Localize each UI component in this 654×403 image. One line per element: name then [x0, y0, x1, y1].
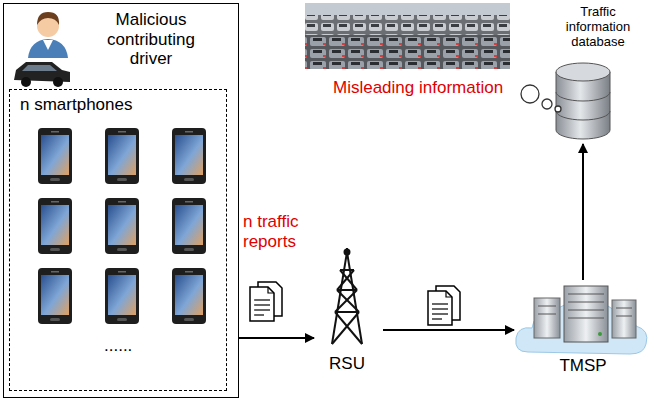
person-icon: [37, 12, 59, 25]
person-icon: [43, 40, 53, 50]
database-node: Traffic information database: [546, 3, 650, 144]
car-icon: [21, 77, 31, 87]
tmsp-servers: [568, 294, 604, 295]
arrow-connector: [582, 144, 584, 280]
rsu-tower: [337, 290, 359, 312]
smartphone-grid: [105, 198, 139, 254]
node-text: Traffic information database: [552, 5, 644, 50]
rsu-tower: [335, 312, 362, 344]
car-icon: [14, 62, 70, 87]
smartphone-grid: [172, 198, 206, 254]
traffic-jam-photo: [305, 35, 510, 69]
tmsp-servers: [534, 298, 560, 338]
document-icon: [250, 282, 282, 321]
traffic-jam-photo: [305, 3, 510, 15]
tmsp-node: TMSP: [514, 280, 654, 380]
rsu-tower: [332, 312, 359, 344]
document-icon: [428, 286, 460, 325]
node-text: TMSP: [514, 356, 652, 376]
person-icon: [28, 12, 68, 58]
smartphone-grid: [172, 268, 206, 324]
traffic-jam-photo: [305, 3, 510, 69]
person-icon: [28, 39, 68, 58]
rsu-tower: [345, 250, 350, 255]
thought-bubbles: [521, 85, 561, 112]
thought-bubbles: [555, 106, 561, 112]
tmsp-servers: [538, 314, 556, 315]
node-text: RSU: [314, 354, 380, 374]
traffic-jam-photo: [305, 3, 510, 69]
rsu-tower: [340, 269, 354, 271]
tmsp-servers: [538, 306, 556, 307]
arrow-connector: [383, 329, 514, 331]
rsu-tower: [340, 270, 357, 290]
car-icon: [22, 65, 57, 71]
rsu-tower: [335, 290, 357, 312]
database-cylinder: [556, 63, 610, 139]
tmsp-servers: [598, 332, 602, 336]
document-icon: [250, 282, 282, 321]
rsu-node: RSU: [314, 248, 383, 380]
ellipsis-label: ......: [104, 336, 132, 356]
node-text: Malicious contributing driver: [96, 10, 206, 69]
rsu-tower: [337, 289, 357, 291]
smartphone-grid: [38, 268, 72, 324]
smartphone-grid: [105, 128, 139, 184]
database-cylinder: [556, 72, 610, 139]
database-cylinder: [556, 63, 610, 81]
smartphone-grid: [105, 268, 139, 324]
rsu-tower: [335, 311, 359, 313]
database-cylinder: [556, 111, 610, 120]
document-icon: [428, 286, 460, 325]
tmsp-servers: [538, 294, 632, 318]
tmsp-servers: [612, 300, 636, 338]
thought-bubbles: [542, 99, 552, 109]
smartphone-grid: [38, 198, 72, 254]
tmsp-servers: [568, 302, 604, 303]
rsu-tower: [332, 248, 362, 344]
arrow-connector: [239, 337, 314, 339]
warning-label: Misleading information: [333, 78, 503, 98]
traffic-jam-photo: [305, 15, 510, 35]
tmsp-servers: [564, 286, 608, 342]
thought-bubbles: [521, 85, 539, 103]
node-text: n smartphones: [20, 95, 210, 115]
tmsp-servers: [616, 308, 632, 309]
tmsp-servers: [616, 316, 632, 317]
database-cylinder: [556, 92, 610, 101]
tmsp-servers: [568, 310, 604, 311]
tmsp-servers: [568, 318, 604, 319]
rsu-tower: [337, 270, 354, 290]
edge-label: n traffic reports: [243, 212, 319, 251]
car-icon: [53, 77, 63, 87]
smartphone-grid: [38, 128, 72, 184]
smartphone-grid: [38, 128, 206, 324]
smartphone-grid: [172, 128, 206, 184]
tmsp-servers: [516, 286, 647, 354]
